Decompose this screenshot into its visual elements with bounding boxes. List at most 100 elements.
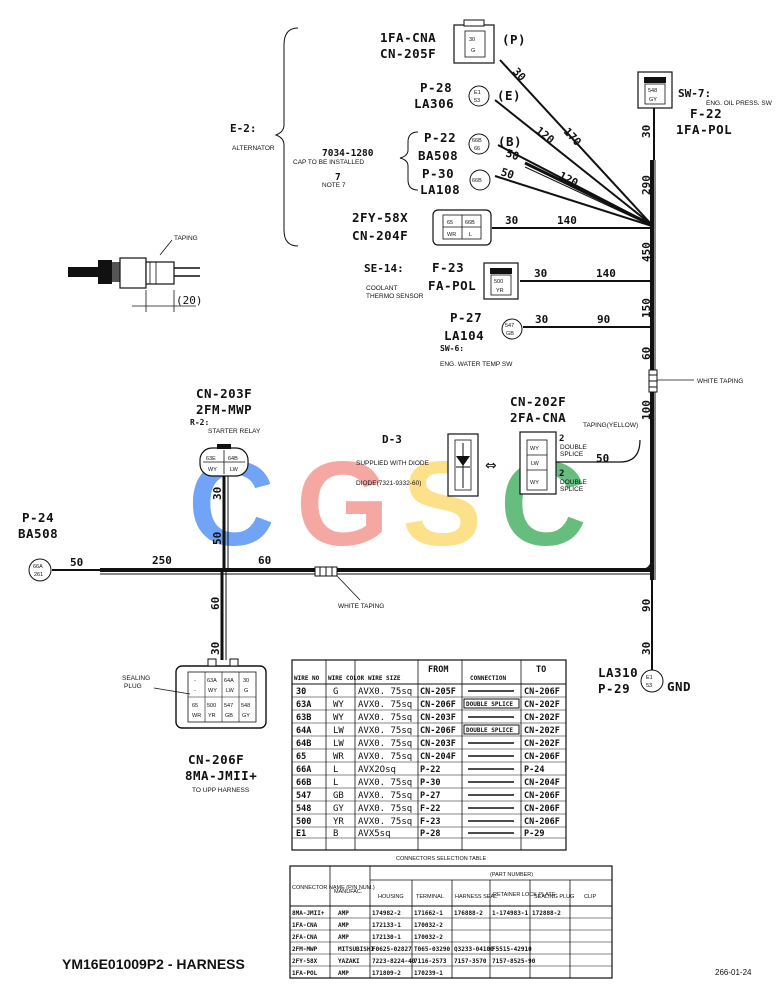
taping-detail: TAPING (20) [68,235,203,312]
table-cell: 7223-8224-40 [372,958,416,965]
table-cell: P-29 [524,829,544,839]
pin-label: 548 [648,88,657,94]
connector-code: CN-204F [352,228,408,243]
taping-label: TAPING [174,235,198,242]
wire-label: 150 [640,298,653,318]
table-cell: L [333,765,338,775]
table-cell: 30 [296,687,306,697]
sealing-plug-label: SEALING [122,675,150,682]
connector-p-28[interactable]: E1 53 P-28 LA306 (E) [414,80,521,111]
connector-cn-202f[interactable]: WY LW WY CN-202F 2FA-CNA 2 DOUBLE SPLICE… [510,394,638,495]
splice-desc: SPLICE [560,486,584,493]
alternator-group: E-2: ALTERNATOR 7034-1280 CAP TO BE INST… [230,27,419,247]
connector-code: 2FA-CNA [510,410,566,425]
pin-label: WY [208,688,217,694]
wire-label: 60 [258,554,271,567]
table-header: TO [536,665,546,675]
table-caption: CONNECTORS SELECTION TABLE [396,856,486,862]
pin-label: E1 [474,90,481,96]
table-cell: CN-206F [420,700,456,710]
table-cell: CN-203F [420,713,456,723]
cap-desc: CAP TO BE INSTALLED [293,159,364,166]
table-cell: P-30 [420,778,440,788]
table-header: CLIP [584,894,597,900]
splice-box [463,724,520,735]
pin-label: 547 [224,703,233,709]
sensor-desc: COOLANT [366,285,397,292]
table-cell: AVX0. 75sq [358,713,412,723]
table-cell: 170239-1 [414,970,443,977]
table-cell: AVX5sq [358,829,391,839]
table-cell: 500 [296,817,311,827]
table-cell: AVX0. 75sq [358,804,412,814]
table-cell: 170032-2 [414,934,443,941]
connector-f-22[interactable]: 548 GY SW-7: ENG. OIL PRESS. SW F-22 1FA… [637,71,773,137]
table-cell: E1 [296,829,306,839]
pin-label: YR [208,713,216,719]
splice-box [463,698,520,709]
pin-label: L [469,232,472,238]
table-cell: 7157-3570 [454,958,487,965]
connector-name: P-30 [422,166,454,181]
table-cell: GB [333,791,344,801]
pin-label: GB [506,331,514,337]
sealing-plug-label: PLUG [124,683,142,690]
table-cell: 171662-1 [414,910,443,917]
table-header: WIRE SIZE [368,675,401,682]
cap-number: 7034-1280 [322,148,374,159]
table-header: CONNECTOR NAME (P/N NUM.) [292,885,375,891]
connector-p-24[interactable]: 66A 261 P-24 BA508 [18,510,58,582]
table-cell: F5515-42910 [492,946,532,953]
connector-cn-205f[interactable]: 30 G 1FA-CNA CN-205F (P) [380,19,526,64]
pin-label: LW [531,461,540,467]
pin-label: WY [530,446,539,452]
wire-label: 140 [557,214,577,227]
page-number: 266-01-24 [715,968,752,977]
table-cell: 2FY-58X [292,958,318,965]
table-cell: 2FA-CNA [292,934,318,941]
table-cell: AMP [338,910,349,917]
connector-p-27[interactable]: 547 GB P-27 LA104 SW-6: ENG. WATER TEMP … [440,310,523,368]
table-cell: 548 [296,804,311,814]
pin-label: 30 [469,37,475,43]
connector-name: LA310 [598,665,638,680]
wire-table-row-lines [292,696,566,839]
wire-label: 100 [640,400,653,420]
connector-p-29[interactable]: E1 53 LA310 P-29 GND [598,665,691,696]
wire-label: 120 [533,124,557,146]
table-cell: AVX0. 75sq [358,752,412,762]
connector-name: P-22 [424,130,456,145]
table-cell: AMP [338,922,349,929]
pin-label: 63A [207,678,217,684]
table-header: HOUSING [378,894,404,900]
connector-name: P-24 [22,510,54,525]
connector-cn-203f[interactable]: 63E 64B WY LW CN-203F 2FM-MWP R-2: START… [190,386,261,477]
diode-desc: SUPPLIED WITH DIODE [356,460,430,467]
table-cell: L [333,778,338,788]
connector-code: LA108 [420,182,460,197]
connector-f-23[interactable]: 500 YR SE-14: COOLANT THERMO SENSOR F-23… [364,260,519,300]
connector-p-22[interactable]: 66B 66 P-22 BA508 (B) [418,130,522,163]
connector-p-30[interactable]: 66B P-30 LA108 [420,166,491,197]
connector-cn-204f[interactable]: 65 66B WR L 2FY-58X CN-204F [352,209,492,246]
table-header: HARNESS SEAL [455,894,497,900]
table-cell: WY [333,700,344,710]
pin-label: GY [242,713,250,719]
connector-code: BA508 [18,526,58,541]
table-cell: P-28 [420,829,440,839]
connector-table: (PART NUMBER) CONNECTOR NAME (P/N NUM.) … [289,865,613,979]
table-cell: 172133-1 [372,922,401,929]
table-cell: CN-202F [524,726,560,736]
splice-count: 2 [559,469,564,479]
table-cell: CN-203F [420,739,456,749]
table-cell: AVX0. 75sq [358,700,412,710]
table-cell: 66B [296,778,311,788]
part-number-group: (PART NUMBER) [490,872,533,878]
pin-label: 500 [207,703,216,709]
pin-label: - [194,678,196,684]
diode-d3[interactable]: D-3 SUPPLIED WITH DIODE DIODE(7321-9332-… [356,433,497,497]
table-cell: CN-206F [524,804,560,814]
connector-name: P-28 [420,80,452,95]
connector-cn-206f[interactable]: - 63A 64A 30 - WY LW G 65 500 547 548 WR… [122,658,267,794]
